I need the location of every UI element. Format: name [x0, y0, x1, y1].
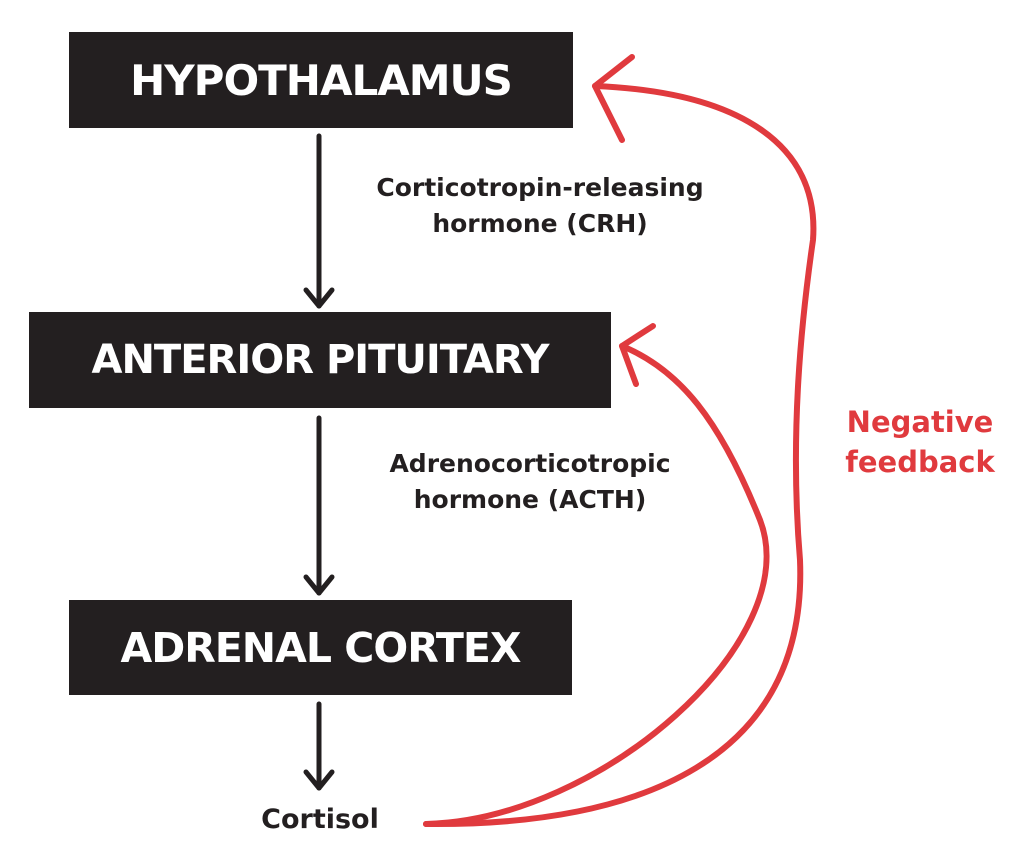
crh-label-line1: Corticotropin-releasing — [376, 173, 704, 202]
feedback-curve-to-hypothalamus — [423, 83, 817, 828]
crh-label-line2: hormone (CRH) — [432, 209, 648, 238]
arrow-adrenal-to-cortisol — [303, 701, 335, 791]
feedback-arrowhead-hypothalamus — [592, 54, 635, 143]
hypothalamus-label: HYPOTHALAMUS — [130, 55, 513, 105]
acth-label-line1: Adrenocorticotropic — [389, 449, 671, 478]
negative-feedback-line1: Negative — [846, 405, 994, 439]
flow-arrows — [303, 133, 335, 791]
anterior-pituitary-box: ANTERIOR PITUITARY — [29, 312, 611, 408]
feedback-curves — [423, 54, 817, 828]
negative-feedback-line2: feedback — [845, 445, 995, 479]
adrenal-cortex-label: ADRENAL CORTEX — [120, 623, 521, 672]
acth-label-line2: hormone (ACTH) — [413, 485, 647, 514]
anterior-pituitary-label: ANTERIOR PITUITARY — [91, 337, 549, 383]
acth-label: Adrenocorticotropic hormone (ACTH) — [330, 446, 730, 518]
feedback-curve-to-pituitary — [423, 343, 770, 827]
crh-label: Corticotropin-releasing hormone (CRH) — [330, 170, 750, 242]
arrow-hypothalamus-to-pituitary — [303, 133, 335, 309]
adrenal-cortex-box: ADRENAL CORTEX — [69, 600, 572, 695]
negative-feedback-label: Negative feedback — [820, 402, 1020, 482]
cortisol-label: Cortisol — [261, 804, 379, 835]
hypothalamus-box: HYPOTHALAMUS — [69, 32, 573, 128]
feedback-arrowhead-pituitary — [619, 323, 656, 387]
arrow-pituitary-to-adrenal — [303, 415, 335, 596]
